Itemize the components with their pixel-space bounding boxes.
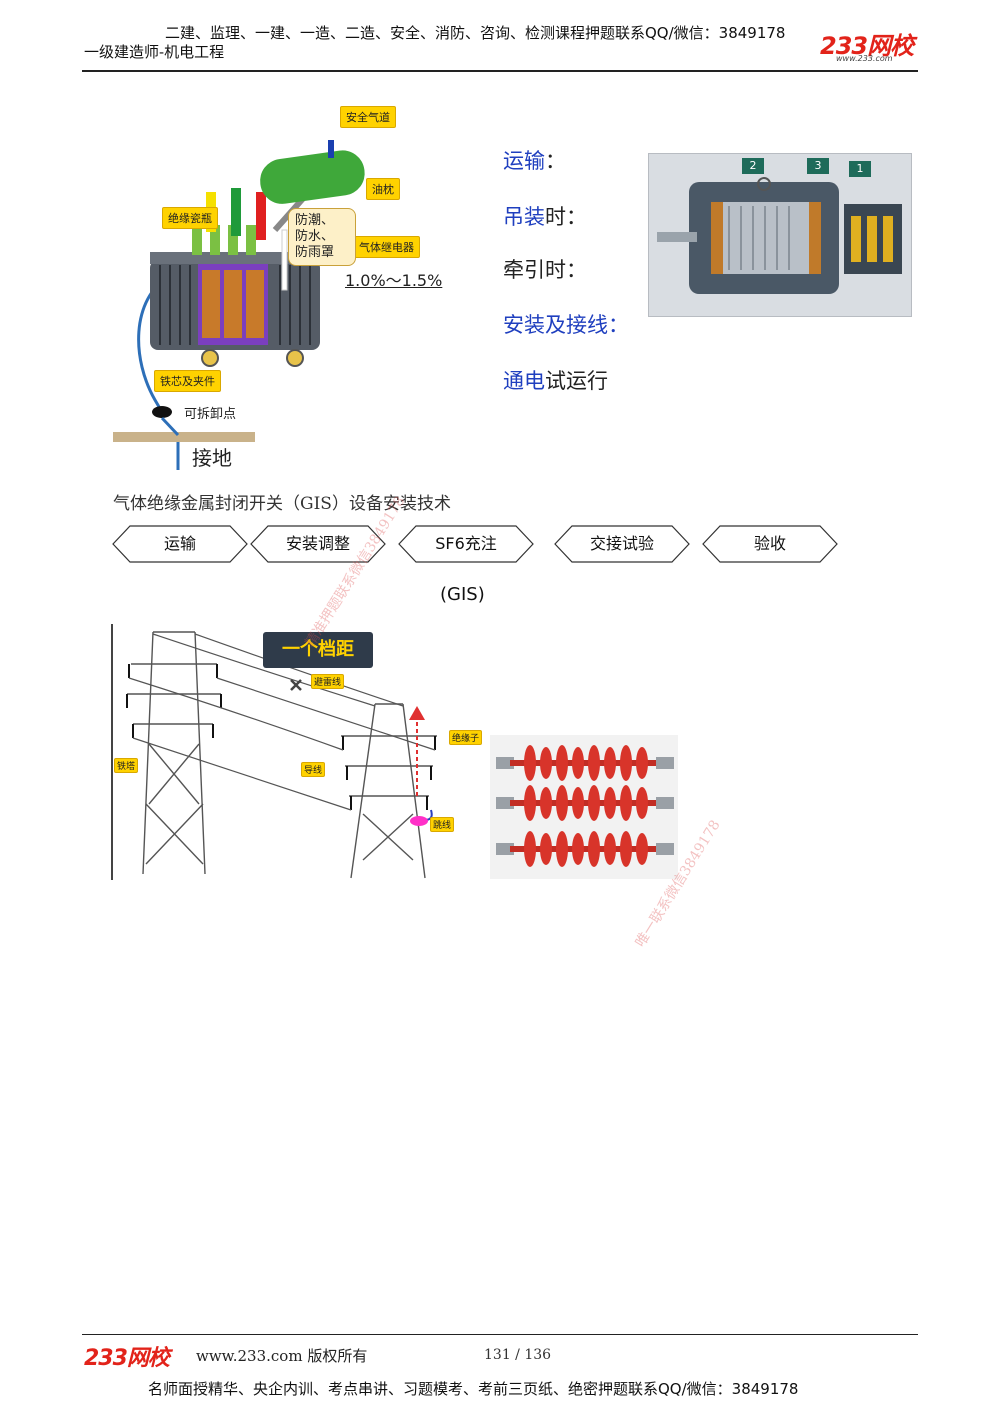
label-jumper: 跳线 [430, 817, 455, 832]
motor-badge: 3 [807, 158, 829, 174]
header-course-title: 一级建造师-机电工程 [84, 43, 225, 61]
gis-step-handover-test: 交接试验 [554, 525, 690, 563]
span-label: 一个档距 [263, 632, 373, 668]
footer-rule [82, 1334, 918, 1335]
transformer-drawing [113, 140, 365, 470]
detachable-point-marker [152, 406, 172, 418]
motor-badge: 1 [849, 161, 871, 177]
header-logo-url: www.233.com [836, 54, 893, 63]
gis-step-adjustment: 安装调整 [250, 525, 386, 563]
label-slope: 1.0%～1.5% [345, 271, 443, 290]
motor-step-traction: 牵引时： [503, 258, 587, 282]
label-conductor: 导线 [301, 762, 326, 777]
label-insulator: 绝缘子 [449, 730, 483, 745]
tower-drawing [126, 631, 437, 879]
ground-strip [113, 432, 255, 442]
transformer-figure: 安全气道 油枕 绝缘瓷瓶 气体继电器 防潮、 防水、 防雨罩 1.0%～1.5%… [110, 100, 455, 475]
label-insulator-bushing: 绝缘瓷瓶 [162, 207, 218, 229]
gis-step-transport: 运输 [112, 525, 248, 563]
label-core-and-clamp: 铁芯及夹件 [154, 370, 221, 392]
header-rule [82, 70, 918, 72]
gis-step-sf6-filling: SF6充注 [398, 525, 534, 563]
insulator-drawing [496, 745, 674, 867]
gis-step-acceptance: 验收 [702, 525, 838, 563]
motor-step-prefix: 运输 [503, 149, 545, 173]
label-protective-cover: 防潮、 防水、 防雨罩 [288, 208, 356, 266]
motor-badge: 2 [742, 158, 764, 174]
composite-insulator-figure [490, 735, 678, 879]
motor-step-transport: 运输： [503, 149, 566, 173]
footer-site: www.233.com 版权所有 [196, 1347, 368, 1365]
header-logo: 233网校 [820, 32, 914, 60]
gis-abbreviation: (GIS) [440, 584, 485, 605]
footer-logo: 233网校 [84, 1346, 170, 1371]
label-conservator: 油枕 [366, 178, 400, 200]
header-promo: 二建、监理、一建、一造、二造、安全、消防、咨询、检测课程押题联系QQ/微信：38… [165, 24, 786, 42]
page-number: 131 / 136 [484, 1347, 552, 1363]
motor-figure: 2 3 1 [648, 153, 912, 317]
transmission-tower-figure: 一个档距 避雷线 绝缘子 铁塔 导线 跳线 [111, 624, 483, 880]
footer-promo: 名师面授精华、央企内训、考点串讲、习题模考、考前三页纸、绝密押题联系QQ/微信：… [148, 1380, 799, 1398]
label-grounding: 接地 [192, 446, 232, 470]
motor-step-installation: 安装及接线： [503, 313, 629, 337]
gis-heading: 气体绝缘金属封闭开关（GIS）设备安装技术 [113, 494, 451, 514]
label-safety-airway: 安全气道 [340, 106, 396, 128]
label-lightning-wire: 避雷线 [311, 674, 345, 689]
label-tower: 铁塔 [114, 758, 139, 773]
motor-step-trial-run: 通电试运行 [503, 369, 608, 393]
label-detachable-point: 可拆卸点 [184, 407, 237, 422]
motor-cutaway-drawing [657, 177, 902, 294]
motor-step-prefix: 吊装 [503, 205, 545, 229]
label-gas-relay: 气体继电器 [353, 236, 420, 258]
motor-step-hoisting: 吊装时： [503, 205, 587, 229]
